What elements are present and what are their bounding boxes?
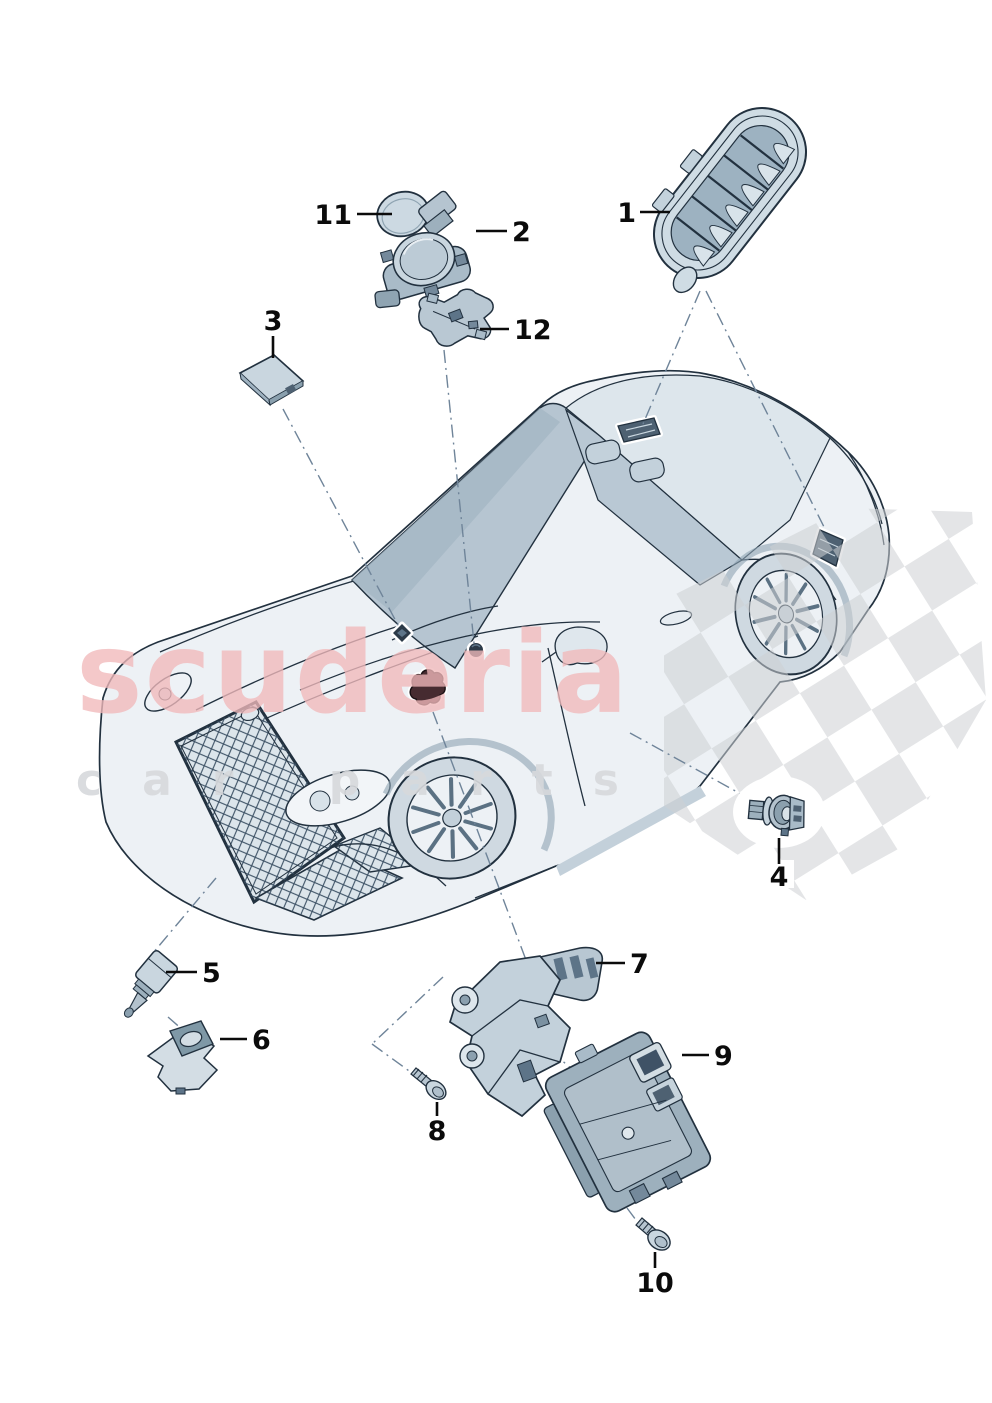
leader-lines <box>152 290 825 1221</box>
headlight-main <box>285 769 391 827</box>
callout-1-number[interactable]: 1 <box>617 198 636 229</box>
callout-8[interactable]: 8 <box>428 1102 447 1147</box>
callout-3[interactable]: 3 <box>264 306 283 358</box>
callout-1[interactable]: 1 <box>617 198 670 229</box>
callout-4[interactable]: 4 <box>764 838 794 893</box>
callout-6[interactable]: 6 <box>220 1025 271 1056</box>
part-9-control-unit[interactable] <box>527 1016 721 1223</box>
part-4-temperature-sensor[interactable] <box>733 776 825 848</box>
part-7-mounting-bracket[interactable] <box>448 946 604 1118</box>
callout-5[interactable]: 5 <box>166 958 221 989</box>
callout-4-number[interactable]: 4 <box>770 862 789 893</box>
brand-badge <box>240 706 260 722</box>
callout-10[interactable]: 10 <box>636 1252 674 1299</box>
callout-9-number[interactable]: 9 <box>714 1041 733 1072</box>
side-mirror <box>554 626 608 666</box>
callout-12-number[interactable]: 12 <box>514 315 552 346</box>
callout-7[interactable]: 7 <box>596 949 649 980</box>
windshield <box>351 402 601 669</box>
watermark-subtitle: car parts <box>76 755 659 806</box>
part-1-air-vent[interactable] <box>618 83 824 307</box>
callout-5-number[interactable]: 5 <box>202 958 221 989</box>
callout-6-number[interactable]: 6 <box>252 1025 271 1056</box>
callout-8-number[interactable]: 8 <box>428 1116 447 1147</box>
callout-9[interactable]: 9 <box>682 1041 733 1072</box>
callout-2[interactable]: 2 <box>476 217 531 248</box>
part-12-sensor-bracket[interactable] <box>416 287 496 349</box>
part-3-sensor-pad[interactable] <box>238 354 305 407</box>
callout-10-number[interactable]: 10 <box>636 1268 674 1299</box>
callout-labels: 1 2 3 4 5 6 7 8 <box>166 198 794 1299</box>
windshield-sensor-diamond <box>390 621 414 645</box>
headlight-left <box>144 672 192 712</box>
seat-headrests <box>585 439 665 483</box>
callout-11-number[interactable]: 11 <box>314 200 352 231</box>
windshield-sensor-dot <box>466 640 486 660</box>
part-8-screw[interactable] <box>410 1067 450 1103</box>
part-10-screw[interactable] <box>635 1217 674 1254</box>
callout-11[interactable]: 11 <box>314 200 392 231</box>
callout-12[interactable]: 12 <box>480 315 552 346</box>
part-5-temperature-sensor[interactable] <box>110 949 179 1023</box>
part-6-sensor-bracket[interactable] <box>146 1020 219 1095</box>
watermark-brand: scuderia <box>76 609 630 739</box>
front-grille <box>174 700 347 905</box>
callout-2-number[interactable]: 2 <box>512 217 531 248</box>
callout-7-number[interactable]: 7 <box>630 949 649 980</box>
deck-vent-location <box>615 415 663 445</box>
front-wheel <box>387 756 517 880</box>
windshield-camera-mark <box>407 667 448 708</box>
callout-3-number[interactable]: 3 <box>264 306 283 337</box>
